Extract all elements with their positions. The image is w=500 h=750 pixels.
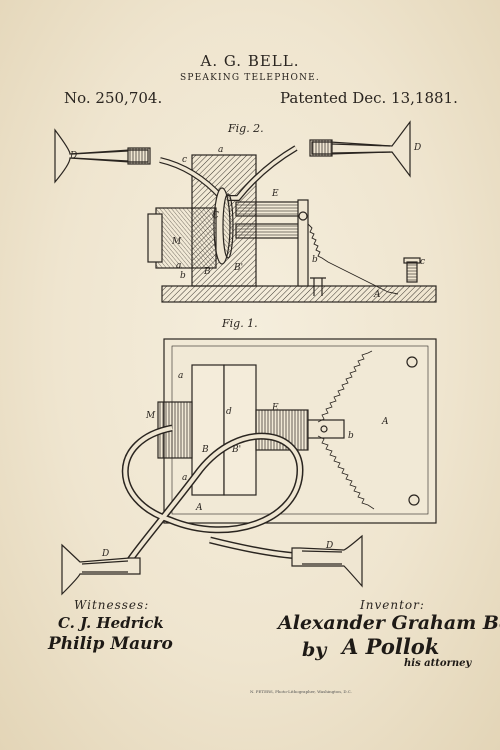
fig2-letter: c (420, 257, 425, 267)
fig2-letter: M (171, 237, 182, 247)
fig2-letter: E (271, 189, 279, 199)
fig2-drawing (54, 120, 437, 303)
attorney-label: his attorney (404, 658, 472, 669)
fig2-letter: B' (233, 263, 243, 273)
header-inventor-name: A. G. BELL. (200, 52, 300, 70)
fig2-letter: a (176, 261, 181, 271)
fig2-letter: A (373, 290, 381, 300)
fig2-letter: b (312, 255, 318, 265)
fig1-drawing (61, 338, 437, 596)
fig1-letter: d (226, 407, 232, 417)
fig1-letter: D (325, 541, 333, 551)
fig1-letter: a (178, 371, 183, 381)
fig2-letter: C (212, 211, 219, 221)
fig2-letter: b (180, 271, 186, 281)
witness-signature-2: Philip Mauro (48, 634, 173, 654)
fig1-letter: M (145, 411, 156, 421)
fig1-letter: b (348, 431, 354, 441)
inventor-heading: Inventor: (360, 598, 425, 612)
fig1-letter: E (271, 403, 279, 413)
inventor-signature: Alexander Graham Bell (278, 612, 500, 634)
attorney-by: by (302, 639, 327, 661)
fig1-label: Fig. 1. (222, 317, 258, 330)
fig1-letters: a M d E B B' a A b A D D (101, 371, 389, 559)
fig2-base (161, 285, 437, 303)
fig2-letter: B (203, 267, 211, 277)
fig2-letter: D (413, 143, 421, 153)
fig1-letter: B' (231, 445, 241, 455)
fig1-letter: D (101, 549, 109, 559)
attorney-signature: A Pollok (342, 634, 440, 659)
printer-credit: N. PETERS, Photo-Lithographer, Washingto… (250, 689, 352, 694)
fig1-letter: B (201, 445, 209, 455)
patent-date: Patented Dec. 13,1881. (280, 89, 458, 107)
fig2-mouthpiece-right (309, 120, 411, 178)
fig2-letter: D (69, 151, 77, 161)
fig1-letter: A (381, 417, 389, 427)
patent-title: SPEAKING TELEPHONE. (179, 73, 320, 83)
fig2-label: Fig. 2. (228, 122, 264, 135)
patent-number: No. 250,704. (64, 89, 163, 107)
fig2-magnet (155, 207, 217, 269)
fig1-letter: A (195, 503, 203, 513)
witnesses-heading: Witnesses: (74, 598, 150, 612)
fig2-letter: c (182, 155, 187, 165)
fig2-letter: a (218, 145, 223, 155)
fig1-letter: a (182, 473, 187, 483)
witness-signature-1: C. J. Hedrick (58, 614, 164, 632)
fig2-letters: D a D c E C M a b B B' b c A (69, 143, 425, 300)
fig2-mouthpiece-left (54, 128, 151, 184)
